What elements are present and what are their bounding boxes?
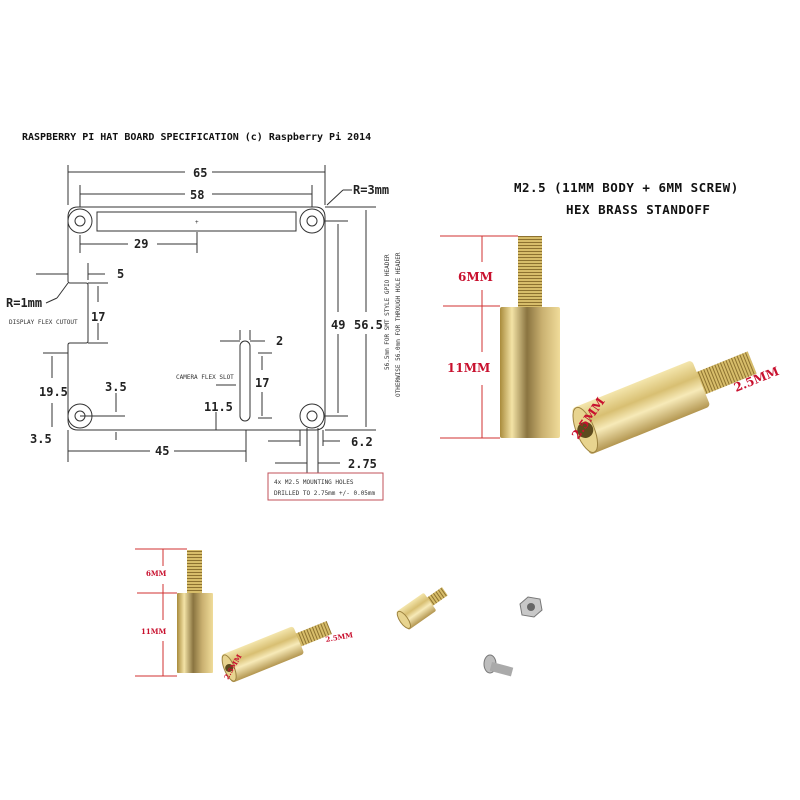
dimension-markers (440, 235, 518, 439)
dim-header-center: 29 (134, 237, 148, 251)
product-title-line1: M2.5 (11MM BODY + 6MM SCREW) (514, 180, 739, 195)
thumb-label-body-length: 11MM (141, 627, 166, 636)
standoff-vertical (500, 236, 560, 438)
dim-corner-radius: R=3mm (353, 183, 389, 197)
header-center-mark: + (195, 219, 199, 226)
machine-screw (483, 654, 514, 677)
gpio-header (96, 211, 297, 232)
dim-slot-offset: 11.5 (204, 400, 233, 414)
dim-hole-diameter: 2.75 (348, 457, 377, 471)
svg-text:DRILLED TO 2.75mm +/- 0.05mm: DRILLED TO 2.75mm +/- 0.05mm (274, 490, 376, 497)
spec-title: RASPBERRY PI HAT BOARD SPECIFICATION (c)… (22, 131, 371, 143)
svg-text:4x M2.5 MOUNTING HOLES: 4x M2.5 MOUNTING HOLES (274, 479, 354, 486)
thumb-label-screw-length: 6MM (146, 569, 167, 578)
dim-edge-offset: 6.2 (351, 435, 373, 449)
dim-cutout-depth: 5 (117, 267, 124, 281)
label-camera-slot: CAMERA FLEX SLOT (176, 374, 234, 381)
dim-hole-spacing-y: 49 (331, 318, 345, 332)
dim-cutout-offset: 19.5 (39, 385, 68, 399)
note-smt-header: 56.5mm FOR SMT STYLE GPIO HEADER (384, 254, 391, 370)
label-display-cutout: DISPLAY FLEX CUTOUT (9, 319, 78, 326)
dim-height: 56.5 (354, 318, 383, 332)
standoff-horizontal (572, 351, 757, 454)
dim-hole-offset-bottom: 3.5 (30, 432, 52, 446)
label-screw-length: 6MM (458, 270, 493, 284)
dimension-lines (36, 165, 376, 473)
mounting-holes (67, 208, 325, 429)
standoff-kit-photo (396, 587, 543, 677)
dim-hole-offset: 3.5 (105, 380, 127, 394)
hat-specification-drawing: RASPBERRY PI HAT BOARD SPECIFICATION (c)… (6, 131, 402, 501)
label-body-length: 11MM (447, 361, 490, 375)
board-outline (67, 206, 326, 431)
dim-hole-spacing-x: 58 (190, 188, 204, 202)
camera-slot (239, 340, 251, 422)
dim-cutout-height: 17 (91, 310, 105, 324)
product-title-line2: HEX BRASS STANDOFF (566, 202, 710, 217)
dim-cutout-radius: R=1mm (6, 296, 42, 310)
hex-nut (519, 596, 543, 618)
dim-slot-height: 17 (255, 376, 269, 390)
dim-slot-position: 45 (155, 444, 169, 458)
dim-width: 65 (193, 166, 207, 180)
dim-slot-width: 2 (276, 334, 283, 348)
standoff-thumbnail (135, 548, 332, 683)
mounting-holes-note: 4x M2.5 MOUNTING HOLES DRILLED TO 2.75mm… (267, 472, 384, 501)
note-through-hole-header: OTHERWISE 56.0mm FOR THROUGH HOLE HEADER (395, 252, 402, 397)
